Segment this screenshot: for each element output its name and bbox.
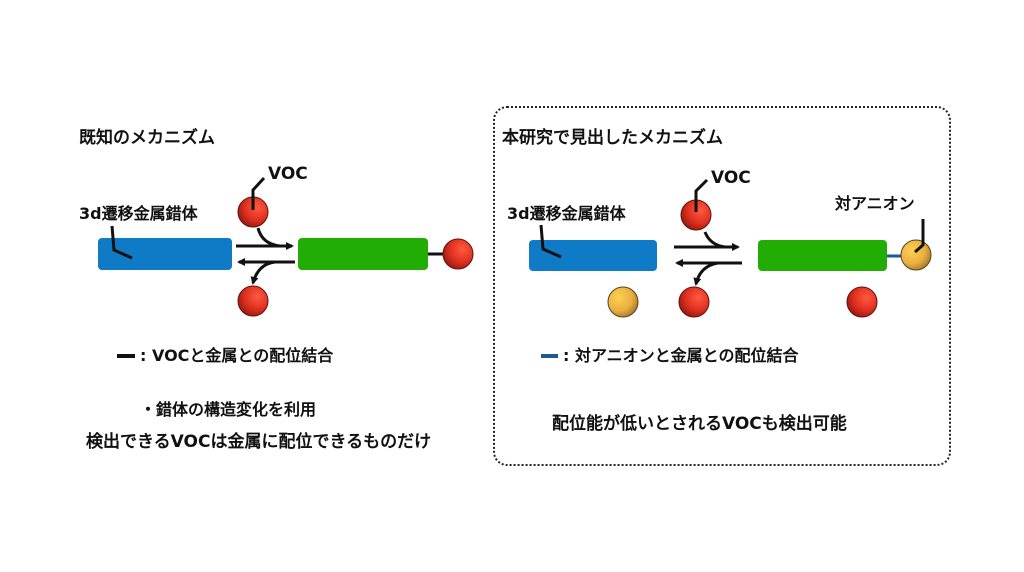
voc-exit-curve-right [693, 261, 719, 286]
voc-molecule-bottom-left [237, 285, 269, 317]
conclusion-right: 配位能が低いとされるVOCも検出可能 [552, 414, 847, 434]
voc-label-left: VOC [268, 164, 308, 184]
complex-green-right [758, 240, 887, 271]
complex-blue-left [98, 238, 232, 270]
voc-label-pointer-left [251, 176, 266, 210]
voc-label-right: VOC [711, 168, 751, 188]
voc-exit-curve-left [250, 260, 276, 285]
complex-label-pointer-right [539, 224, 562, 259]
anion-label-pointer [914, 219, 925, 254]
bullet-text-left: ・錯体の構造変化を利用 [140, 400, 317, 419]
complex-blue-right [529, 240, 657, 271]
anion-label: 対アニオン [835, 194, 915, 213]
complex-label-pointer-left [110, 225, 133, 260]
voc-entry-curve-right [703, 231, 726, 249]
complex-green-left [298, 238, 428, 270]
left-panel-title: 既知のメカニズム [79, 128, 215, 148]
right-panel-border [493, 106, 951, 466]
voc-label-pointer-right [694, 178, 709, 212]
voc-molecule-bottom-right [678, 286, 710, 318]
legend-text-right: : 対アニオンと金属との配位結合 [563, 346, 799, 365]
right-panel-title: 本研究で見出したメカニズム [502, 128, 723, 148]
legend-text-left: : VOCと金属との配位結合 [140, 346, 334, 365]
voc-free-right [846, 286, 878, 318]
conclusion-left: 検出できるVOCは金属に配位できるものだけ [86, 432, 432, 452]
complex-label-left: 3d遷移金属錯体 [79, 204, 198, 223]
voc-entry-curve-left [256, 227, 281, 248]
voc-bound-left [442, 238, 474, 270]
anion-bound [900, 239, 932, 271]
anion-free [607, 286, 639, 318]
complex-label-right: 3d遷移金属錯体 [507, 204, 626, 223]
